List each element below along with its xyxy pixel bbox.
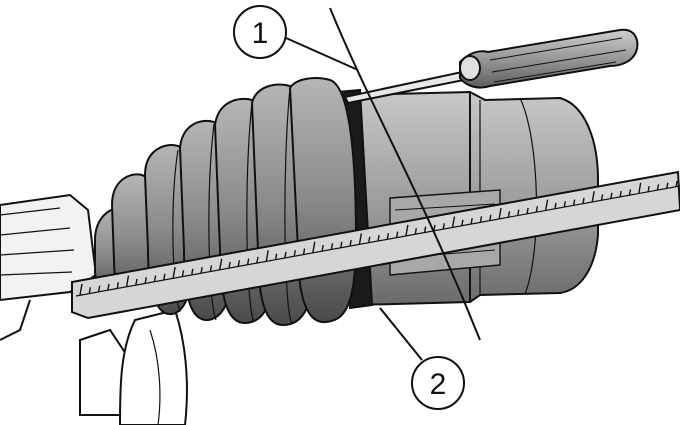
ruler-tick: [368, 236, 371, 243]
ruler-tick: [544, 199, 549, 211]
ruler-tick: [507, 211, 511, 218]
ruler-tick: [600, 194, 604, 201]
ruler-tick: [358, 233, 363, 245]
ruler-tick: [349, 239, 352, 247]
ruler-tick: [321, 244, 324, 252]
ruler-tick: [144, 277, 147, 284]
ruler-tick: [302, 248, 306, 255]
ruler-tick: [563, 201, 566, 208]
ruler-tick: [582, 197, 585, 205]
callout-2-leader: [379, 307, 423, 361]
ruler-tick: [79, 283, 83, 296]
ruler-tick: [246, 258, 250, 265]
ruler-tick: [628, 189, 632, 196]
ruler-tick: [107, 283, 110, 291]
callout-2-label: 2: [430, 368, 447, 401]
ruler-tick: [442, 223, 445, 230]
ruler-tick: [395, 231, 399, 238]
callout-2-circle: [411, 356, 465, 410]
ruler-tick: [675, 180, 678, 188]
ruler-tick: [638, 182, 642, 194]
ruler-tick: [312, 241, 316, 253]
callout-1-circle: [233, 5, 287, 59]
callout-2: 2: [411, 356, 465, 410]
ruler-tick: [97, 285, 101, 292]
ruler-tick: [340, 241, 343, 248]
ruler-tick: [433, 224, 436, 232]
ruler-tick: [237, 260, 241, 267]
ruler-ticks: [79, 180, 678, 296]
ruler-tick: [153, 275, 157, 282]
ruler-tick: [591, 191, 595, 203]
ruler-tick: [619, 190, 622, 198]
ruler-tick: [451, 216, 456, 228]
ruler-tick: [517, 209, 520, 216]
ruler-tick: [414, 228, 417, 235]
ruler-tick: [423, 226, 427, 233]
ruler-tick: [405, 224, 409, 237]
ruler-tick: [610, 192, 613, 199]
ruler-tick: [461, 219, 464, 226]
reference-line: [329, 7, 481, 341]
ruler-tick: [284, 251, 287, 259]
ruler-tick: [498, 207, 502, 220]
ruler-tick: [470, 217, 473, 225]
ruler-tick: [256, 256, 259, 264]
callout-1-label: 1: [252, 17, 269, 50]
ruler-tick: [228, 261, 231, 269]
ruler-tick: [535, 206, 539, 213]
ruler-tick: [163, 273, 166, 280]
ruler-tick: [116, 282, 119, 289]
screwdriver-icon: [343, 28, 639, 105]
ruler-tick: [330, 243, 334, 250]
drive-shaft: [119, 308, 188, 425]
ruler-tick: [479, 216, 483, 223]
ruler-tick: [386, 233, 390, 240]
ruler-tick: [489, 214, 492, 221]
ruler-tick: [172, 266, 176, 279]
ruler-tick: [209, 265, 213, 272]
callout-1: 1: [233, 5, 287, 59]
ruler-tick: [125, 275, 130, 287]
ruler-tick: [666, 182, 669, 189]
ruler-tick: [377, 234, 380, 242]
ruler-tick: [219, 258, 223, 270]
ruler-tick: [265, 250, 269, 262]
ruler-tick: [200, 266, 203, 274]
ruler-tick: [647, 185, 650, 193]
ruler-tick: [293, 250, 296, 257]
ruler-tick: [181, 270, 185, 277]
ruler-tick: [656, 184, 660, 191]
ruler-tick: [274, 253, 278, 260]
ruler-tick: [526, 207, 529, 215]
ruler-icon: [71, 170, 680, 320]
ruler-tick: [135, 278, 138, 286]
ruler-tick: [191, 268, 194, 275]
ruler-tick: [88, 287, 92, 294]
callout-1-leader: [285, 37, 359, 71]
ruler-tick: [554, 202, 557, 210]
ruler-tick: [572, 199, 576, 206]
